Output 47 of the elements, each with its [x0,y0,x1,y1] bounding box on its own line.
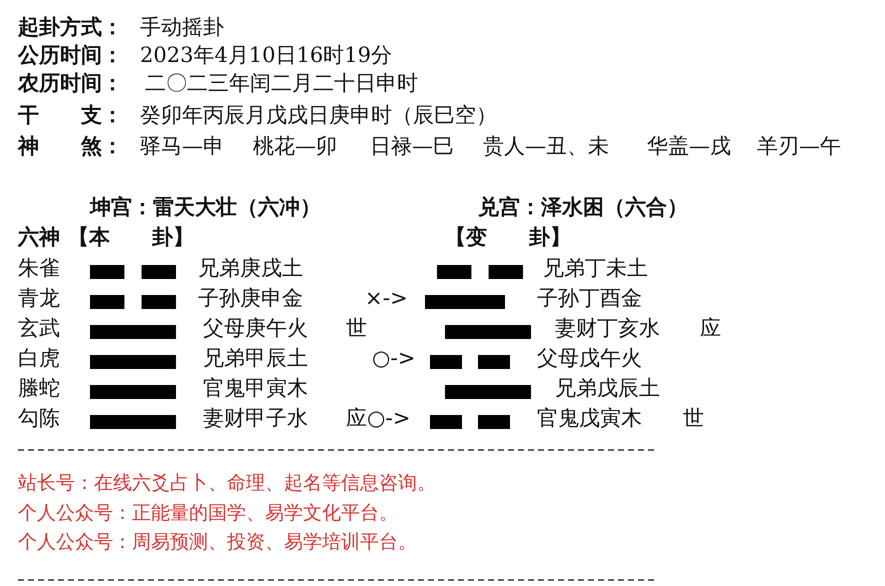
line-relation: 官鬼甲寅木 [203,375,308,401]
column-header: 【变 卦】 [445,224,571,250]
spirit-name: 螣蛇 [18,375,60,401]
line-relation: 兄弟戊辰土 [555,375,660,401]
line-relation: 妻财甲子水 [203,405,308,431]
column-header: 六神 [18,224,60,250]
change-mark: ×-> [365,285,408,311]
line-relation: 子孙庚申金 [198,285,303,311]
spirit-name: 白虎 [18,345,60,371]
field-label: 公历时间： [18,42,123,68]
column-header: 【本 卦】 [68,224,194,250]
field-value: 二〇二三年闰二月二十日申时 [145,70,418,96]
field-value: 日禄—巳 [370,133,454,159]
line-relation: 官鬼戊寅木 [537,405,642,431]
field-label: 干 支： [18,102,123,128]
palace-heading: 兑宫：泽水困（六合） [478,194,688,220]
field-value: 2023年4月10日16时19分 [140,42,392,68]
change-mark: ○-> [372,345,416,371]
line-relation: 父母庚午火 [203,315,308,341]
field-value: 羊刃—午 [757,133,841,159]
spirit-name: 朱雀 [18,255,60,281]
change-mark: 应○-> [346,405,410,431]
line-relation: 兄弟甲辰土 [203,345,308,371]
field-label: 农历时间： [18,70,123,96]
position-mark: 世 [346,315,367,341]
field-value: 桃花—卯 [253,133,337,159]
field-value: 手动摇卦 [140,14,224,40]
note-text: 个人公众号：周易预测、投资、易学培训平台。 [18,530,417,555]
position-mark: 应 [700,315,721,341]
position-mark: 世 [683,405,704,431]
field-value: 驿马—申 [140,133,224,159]
note-text: 站长号：在线六爻占卜、命理、起名等信息咨询。 [18,471,436,496]
line-relation: 兄弟庚戌土 [198,255,303,281]
field-value: 华盖—戌 [647,133,731,159]
line-relation: 父母戊午火 [537,345,642,371]
field-value: 贵人—丑、未 [483,133,609,159]
palace-heading: 坤宫：雷天大壮（六冲） [90,194,321,220]
spirit-name: 勾陈 [18,405,60,431]
line-relation: 兄弟丁未土 [543,255,648,281]
spirit-name: 玄武 [18,315,60,341]
line-relation: 妻财丁亥水 [555,315,660,341]
note-text: 个人公众号：正能量的国学、易学文化平台。 [18,501,398,526]
field-value: 癸卯年丙辰月戊戌日庚申时（辰巳空） [140,102,497,128]
line-relation: 子孙丁酉金 [537,285,642,311]
field-label: 神 煞： [18,133,123,159]
field-label: 起卦方式： [18,14,123,40]
spirit-name: 青龙 [18,285,60,311]
